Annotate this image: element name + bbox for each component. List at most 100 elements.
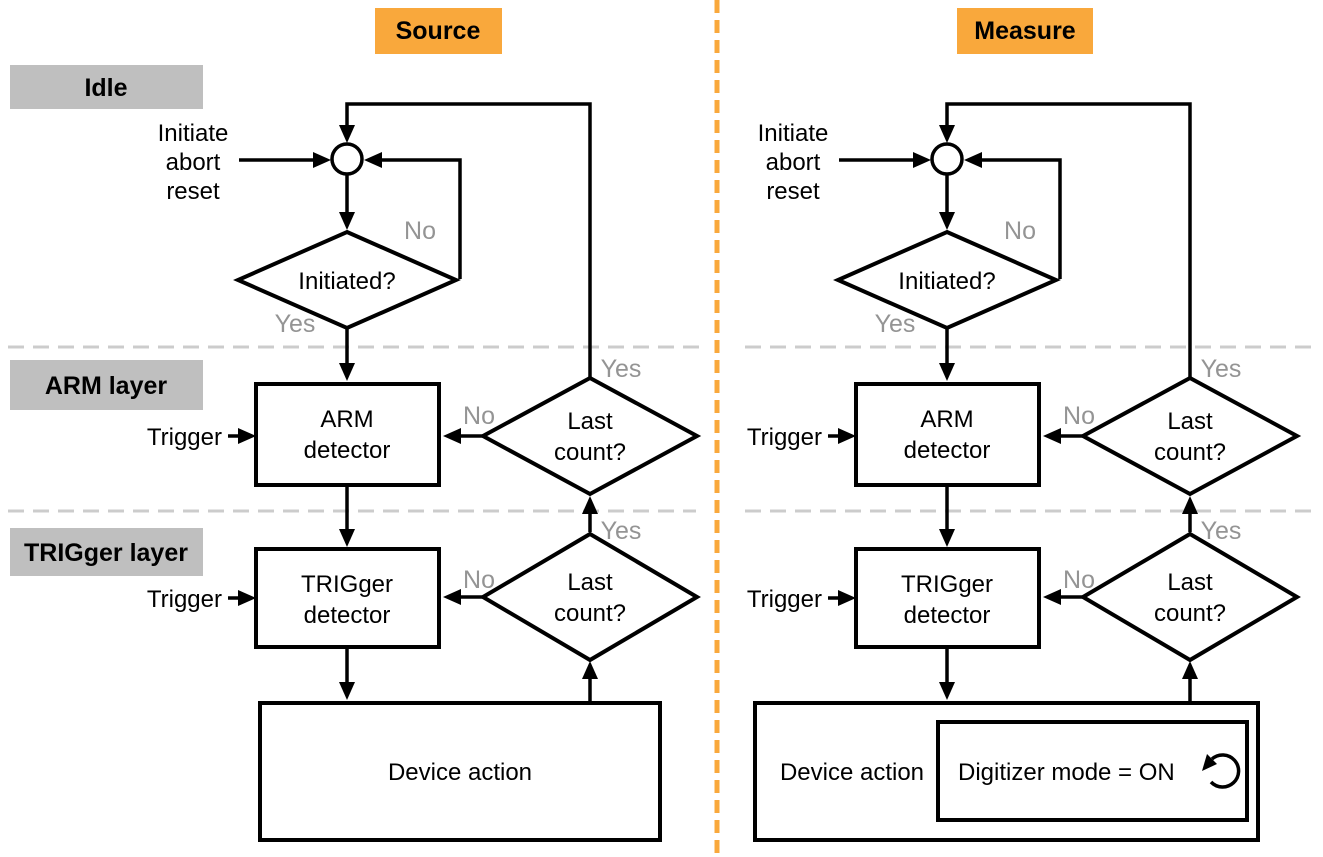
measure-arm-lastcount-no-label: No [1063,402,1095,430]
source-arm-detector-line2: detector [304,437,391,464]
measure-header-text: Measure [974,17,1076,45]
measure-arm-detector-line2: detector [904,437,991,464]
measure-trig-trigger-label: Trigger [747,586,822,613]
repeat-loop-icon [1202,753,1241,789]
measure-initiate-arrow [839,152,931,168]
source-junction-to-initiated [339,174,355,230]
measure-arm-detector-line1: ARM [920,406,973,433]
measure-arm-lastcount-no-arrow [1043,428,1083,444]
measure-trig-detector-box [854,547,1041,649]
measure-initiated-no-label: No [1004,217,1036,245]
measure-digitizer-mode-text: Digitizer mode = ON [958,759,1175,786]
svg-text:abort: abort [766,149,821,176]
source-trig-detector-line1: TRIGger [301,571,393,598]
source-trig-trigger-arrow [228,590,256,606]
measure-arm-lastcount-diamond [1078,375,1302,497]
source-arm-trigger-arrow [228,428,256,444]
measure-header-box [957,8,1093,54]
layer-label-idle-box [10,65,203,109]
flowchart-measure: Measure Initiate abort reset Initiated? … [747,8,1302,842]
layer-label-arm-text: ARM layer [45,372,168,400]
measure-trig-lastcount-no-label: No [1063,566,1095,594]
measure-lastcount-yes-feedback [939,102,1192,377]
measure-initiated-yes-label: Yes [875,310,916,338]
svg-text:abort: abort [166,149,221,176]
measure-digitizer-mode-box [936,720,1249,822]
source-trig-lastcount-yes-label: Yes [601,517,642,545]
source-initiate-label: Initiate abort reset [158,120,229,205]
source-trig-detector-line2: detector [304,602,391,629]
source-arm-detector-line1: ARM [320,406,373,433]
measure-initiated-yes-arrow [939,328,955,381]
source-trig-lastcount-diamond [479,531,701,663]
svg-text:reset: reset [766,178,820,205]
source-initiated-yes-label: Yes [275,310,316,338]
measure-device-action-text: Device action [780,759,924,786]
svg-text:reset: reset [166,178,220,205]
source-arm-lastcount-no-label: No [463,402,495,430]
layer-label-idle: Idle [10,65,203,109]
measure-trig-lastcount-line2: count? [1154,600,1226,627]
source-trig-lastcount-yes-arrow [582,496,598,532]
measure-arm-lastcount-yes-label: Yes [1201,355,1242,383]
source-arm-trigger-label: Trigger [147,424,222,451]
svg-text:Initiate: Initiate [158,120,229,147]
source-trig-lastcount-no-arrow [443,589,483,605]
measure-trig-lastcount-no-arrow [1043,589,1083,605]
measure-idle-junction [930,142,964,176]
measure-trig-detector-line2: detector [904,602,991,629]
source-header-text: Source [396,17,481,45]
source-header-box [375,8,502,54]
measure-arm-trigger-label: Trigger [747,424,822,451]
source-trig-trigger-label: Trigger [147,586,222,613]
source-initiated-no-label: No [404,217,436,245]
layer-label-arm: ARM layer [10,360,203,410]
measure-arm-lastcount-line2: count? [1154,439,1226,466]
source-device-action-box [258,701,662,842]
source-arm-lastcount-line2: count? [554,439,626,466]
source-trig-lastcount-line1: Last [567,569,613,596]
measure-initiated-no-loop [964,152,1062,279]
measure-header: Measure [957,8,1093,54]
measure-trig-trigger-arrow [828,590,856,606]
measure-initiated-question: Initiated? [898,268,995,295]
measure-trig-detector-line1: TRIGger [901,571,993,598]
source-lastcount-yes-feedback [339,102,592,377]
measure-device-to-lastcount-arrow [1182,661,1198,703]
svg-text:Initiate: Initiate [758,120,829,147]
measure-trig-lastcount-diamond [1079,531,1301,663]
measure-arm-detector-box [854,382,1041,487]
source-arm-to-trig-arrow [339,485,355,547]
measure-arm-trigger-arrow [828,428,856,444]
source-trig-lastcount-no-label: No [463,566,495,594]
source-arm-detector-box [254,382,441,487]
measure-arm-lastcount-line1: Last [1167,408,1213,435]
layer-label-trigger-box [10,528,203,576]
source-arm-lastcount-line1: Last [567,408,613,435]
source-arm-lastcount-diamond [478,375,702,497]
layer-label-arm-box [10,360,203,410]
source-trig-detector-box [254,547,441,649]
measure-arm-to-trig-arrow [939,485,955,547]
measure-trig-lastcount-line1: Last [1167,569,1213,596]
source-initiated-yes-arrow [339,328,355,381]
layer-label-idle-text: Idle [84,74,127,102]
source-arm-lastcount-yes-label: Yes [601,355,642,383]
measure-trig-to-device-arrow [939,647,955,700]
source-initiated-question: Initiated? [298,268,395,295]
source-device-to-lastcount-arrow [582,661,598,703]
measure-junction-to-initiated [939,174,955,230]
measure-trig-lastcount-yes-arrow [1182,496,1198,532]
layer-label-trigger: TRIGger layer [10,528,203,576]
source-header: Source [375,8,502,54]
source-trig-lastcount-line2: count? [554,600,626,627]
source-arm-lastcount-no-arrow [443,428,483,444]
flowchart-source: Source Initiate abort reset [147,8,702,842]
layer-label-trigger-text: TRIGger layer [24,539,188,567]
source-device-action-text: Device action [388,759,532,786]
measure-initiate-label: Initiate abort reset [758,120,829,205]
source-idle-junction [330,142,364,176]
source-initiate-arrow [239,152,331,168]
